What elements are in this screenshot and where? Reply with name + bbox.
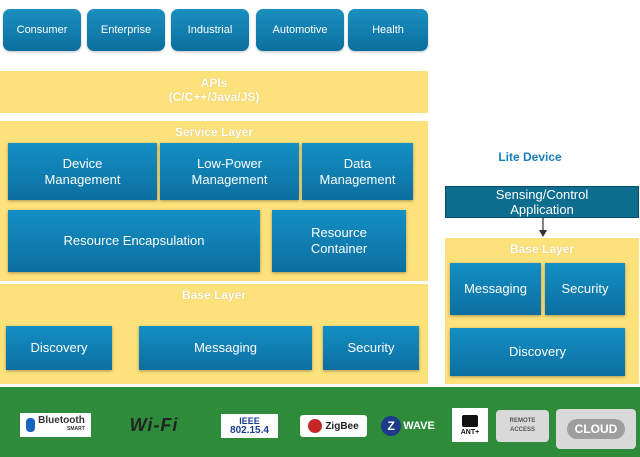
apis-band: APIs (C/C++/Java/JS) (0, 71, 428, 113)
tab-health[interactable]: Health (348, 9, 428, 51)
bluetooth-icon (26, 418, 36, 432)
tab-consumer[interactable]: Consumer (3, 9, 81, 51)
device-management-line2: Management (44, 171, 121, 187)
service-layer-title: Service Layer (174, 125, 254, 139)
bluetooth-sub-label: SMART (67, 426, 85, 432)
data-management-line1: Data (343, 155, 372, 171)
low-power-management-box: Low-Power Management (160, 143, 299, 200)
device-management-box: Device Management (8, 143, 157, 200)
security-box: Security (323, 326, 419, 370)
remote-access-line2: ACCESS (509, 427, 535, 433)
lite-security-box: Security (545, 263, 625, 315)
lite-base-layer-title: Base Layer (509, 242, 575, 256)
ieee-logo: IEEE 802.15.4 (221, 414, 278, 438)
cloud-logo: CLOUD (556, 409, 636, 449)
resource-container-line1: Resource (311, 225, 367, 240)
discovery-box: Discovery (6, 326, 112, 370)
messaging-box: Messaging (139, 326, 312, 370)
sensing-line1: Sensing/Control (495, 187, 589, 202)
zigbee-logo: ZigBee (300, 415, 367, 437)
lite-messaging-box: Messaging (450, 263, 541, 315)
low-power-line1: Low-Power (196, 155, 263, 171)
data-management-line2: Management (319, 171, 396, 187)
tab-industrial[interactable]: Industrial (171, 9, 249, 51)
resource-container-line2: Container (310, 241, 368, 256)
resource-encapsulation-box: Resource Encapsulation (8, 210, 260, 272)
ant-logo: ANT+ (452, 408, 488, 442)
wifi-logo: Wi-Fi (118, 408, 190, 442)
lite-discovery-box: Discovery (450, 328, 625, 376)
bluetooth-logo: Bluetooth SMART (20, 413, 91, 437)
base-layer-title: Base Layer (181, 288, 247, 302)
data-management-box: Data Management (302, 143, 413, 200)
ant-label: ANT+ (460, 428, 480, 436)
low-power-line2: Management (191, 171, 268, 187)
resource-container-box: Resource Container (272, 210, 406, 272)
sensing-control-application-box: Sensing/Control Application (445, 186, 639, 218)
wifi-label: Wi-Fi (129, 414, 179, 435)
tab-automotive[interactable]: Automotive (256, 9, 344, 51)
zwave-logo: Z WAVE (375, 413, 441, 439)
sensing-line2: Application (510, 202, 574, 217)
zigbee-icon (308, 419, 323, 433)
tab-enterprise[interactable]: Enterprise (87, 9, 165, 51)
apis-title: APIs (200, 76, 228, 90)
down-arrow-icon (539, 218, 547, 237)
apis-subtitle: (C/C++/Java/JS) (168, 90, 260, 104)
ant-icon (462, 414, 478, 427)
bluetooth-label: Bluetooth (38, 415, 85, 426)
ieee-label: IEEE (239, 416, 260, 426)
device-management-line1: Device (62, 155, 103, 171)
remote-access-logo: REMOTE ACCESS (496, 410, 549, 442)
remote-access-line1: REMOTE (509, 418, 536, 424)
zwave-label: WAVE (403, 420, 435, 432)
cloud-label: CLOUD (566, 419, 626, 439)
zigbee-label: ZigBee (325, 420, 359, 432)
lite-device-title: Lite Device (498, 150, 562, 164)
ieee-sub-label: 802.15.4 (230, 425, 269, 436)
zwave-icon: Z (381, 416, 402, 436)
